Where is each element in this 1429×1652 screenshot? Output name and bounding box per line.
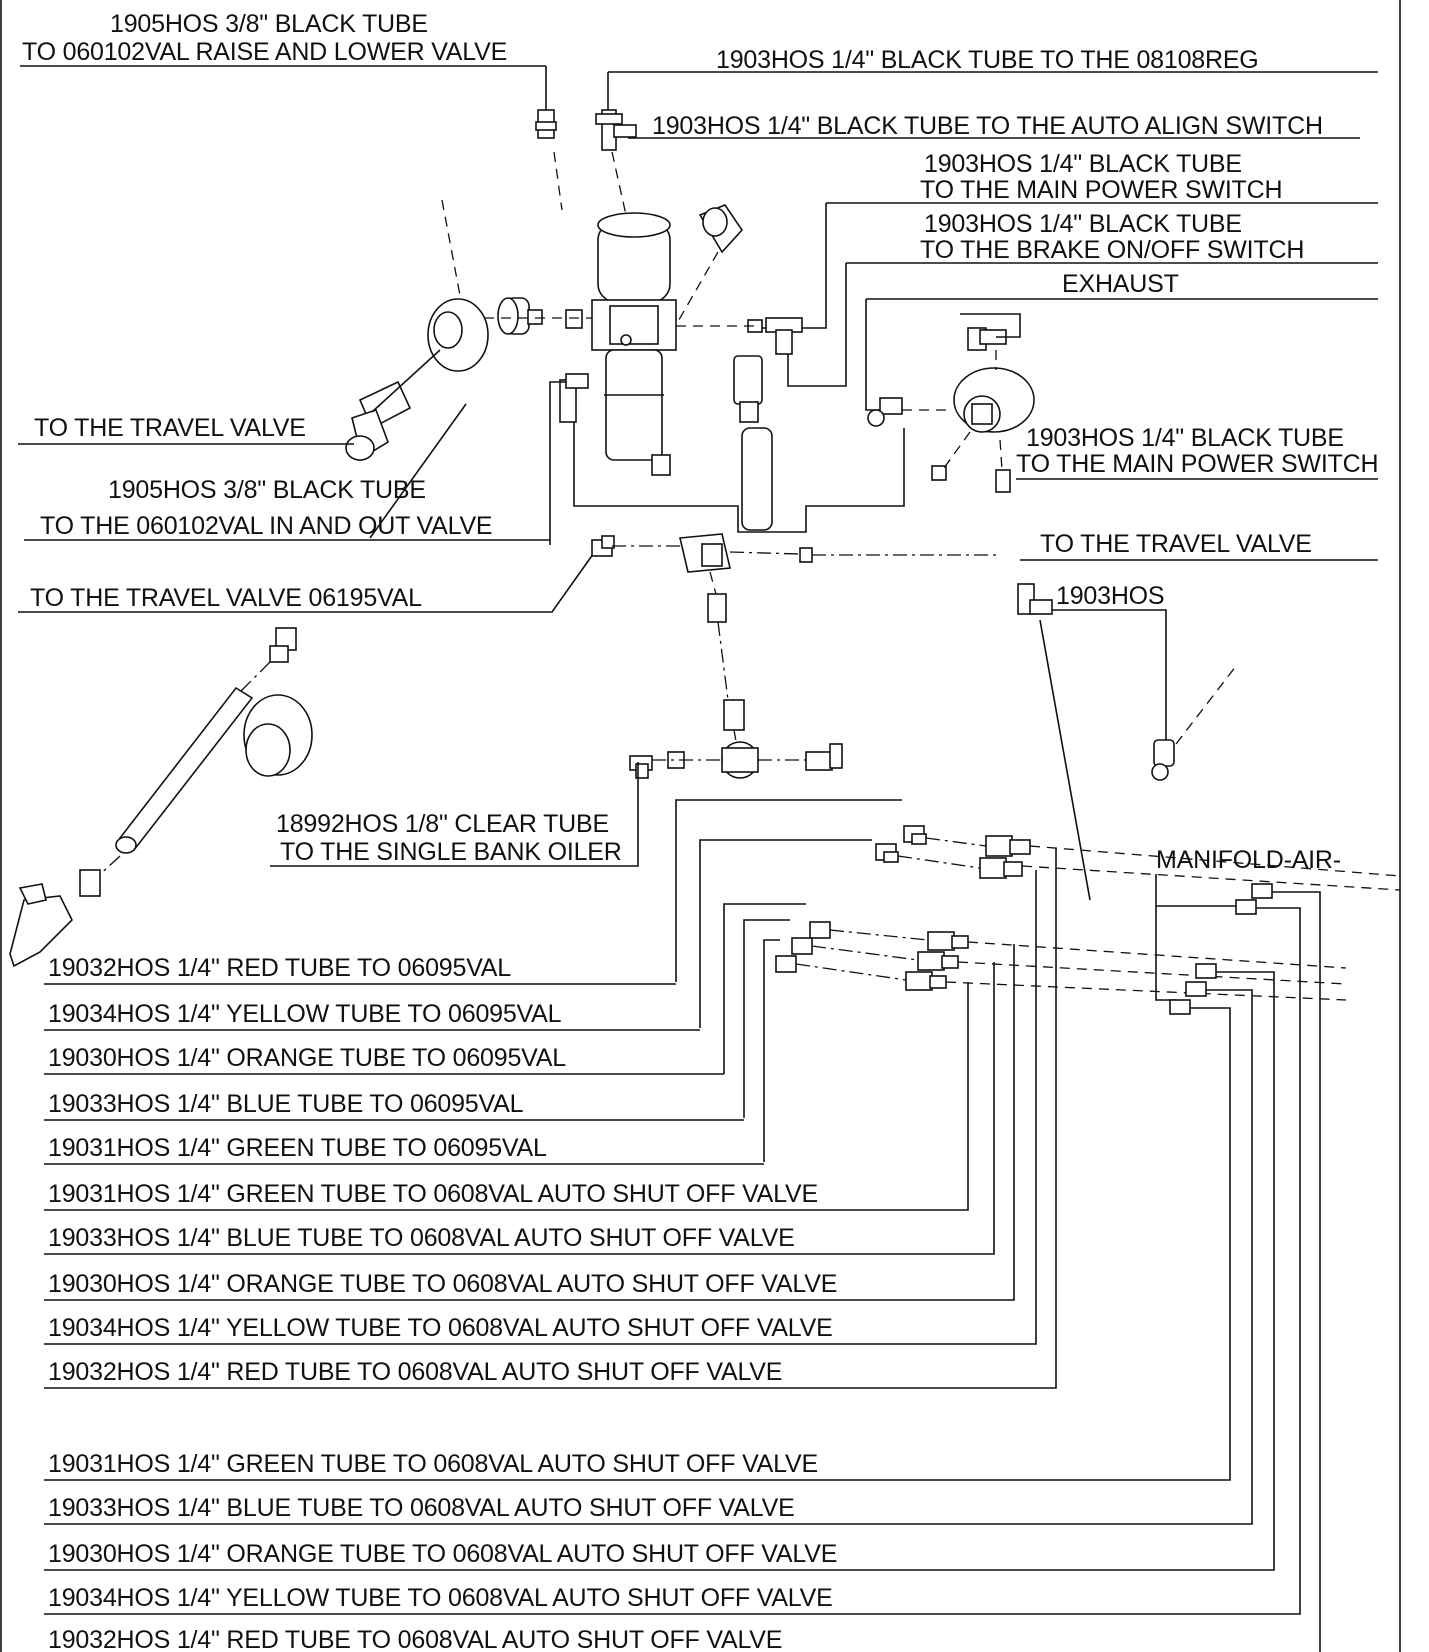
tube-c-yellow: 19034HOS 1/4" YELLOW TUBE TO 0608VAL AUT… [48, 1584, 833, 1612]
tube-a-green: 19031HOS 1/4" GREEN TUBE TO 06095VAL [48, 1134, 547, 1162]
nipple-exhaust [931, 465, 947, 481]
hose-segment [115, 686, 254, 854]
tube-b-yellow: 19034HOS 1/4" YELLOW TUBE TO 0608VAL AUT… [48, 1314, 833, 1342]
union-fitting [243, 694, 313, 777]
label-main-power-b2: TO THE MAIN POWER SWITCH [1016, 450, 1378, 478]
elbow-manifold-3 [809, 921, 831, 939]
nipple-manifold-1 [985, 835, 1031, 857]
quick-coupler [269, 627, 297, 663]
coupler-lower [79, 869, 101, 897]
label-in-out-2: TO THE 060102VAL IN AND OUT VALVE [40, 512, 492, 540]
manifold-port-5 [1169, 999, 1191, 1015]
tube-a-orange: 19030HOS 1/4" ORANGE TUBE TO 06095VAL [48, 1044, 566, 1072]
elbow-1903hos [1017, 583, 1053, 615]
nipple-small-2 [565, 309, 583, 329]
manifold-port-4 [1185, 981, 1207, 997]
valve-body-center [679, 533, 731, 573]
label-main-power-a1: 1903HOS 1/4" BLACK TUBE [924, 150, 1242, 178]
label-clear-1: 18992HOS 1/8" CLEAR TUBE [276, 810, 609, 838]
elbow-lower [559, 373, 589, 423]
nipple-center-right [799, 547, 813, 563]
pipe-nipple [733, 355, 763, 423]
label-brake-2: TO THE BRAKE ON/OFF SWITCH [920, 236, 1304, 264]
label-clear-2: TO THE SINGLE BANK OILER [280, 838, 622, 866]
tee-fitting-right [765, 317, 803, 355]
elbow-oiler [629, 755, 653, 779]
tube-a-red: 19032HOS 1/4" RED TUBE TO 06095VAL [48, 954, 511, 982]
blow-gun [9, 883, 73, 968]
nipple-exhaust-2 [995, 469, 1011, 493]
plug-fitting [497, 297, 530, 335]
nipple-center-down [707, 593, 727, 623]
tube-b-red: 19032HOS 1/4" RED TUBE TO 0608VAL AUTO S… [48, 1358, 782, 1386]
manifold-port-3 [1195, 963, 1217, 979]
leader-clear [270, 762, 639, 867]
label-manifold: MANIFOLD-AIR- [1156, 846, 1341, 874]
label-main-power-a2: TO THE MAIN POWER SWITCH [920, 176, 1282, 204]
tube-b-green: 19031HOS 1/4" GREEN TUBE TO 0608VAL AUTO… [48, 1180, 818, 1208]
label-raise-lower-1: 1905HOS 3/8" BLACK TUBE [110, 10, 428, 38]
fitting-top-left [535, 109, 557, 139]
petcock [805, 743, 843, 771]
tube-c-red: 19032HOS 1/4" RED TUBE TO 0608VAL AUTO S… [48, 1626, 782, 1652]
nipple-manifold-3 [927, 931, 969, 951]
label-reg: 1903HOS 1/4" BLACK TUBE TO THE 08108REG [716, 46, 1259, 74]
nipple-manifold-4 [917, 951, 959, 971]
nipple-center-down-2 [723, 699, 745, 731]
oiler-tee [721, 741, 759, 779]
nipple-small [527, 309, 543, 325]
nipple-manifold-5 [905, 971, 947, 991]
elbow-manifold-2 [875, 843, 899, 863]
label-in-out-1: 1905HOS 3/8" BLACK TUBE [108, 476, 426, 504]
elbow-cap [698, 204, 744, 254]
tee-fitting-top [595, 109, 637, 151]
elbow-manifold-4 [791, 937, 813, 955]
label-travel-valve-a: TO THE TRAVEL VALVE [34, 414, 306, 442]
leader-travel-valve-06195 [18, 549, 597, 613]
filter-regulator [591, 212, 677, 476]
tube-a-yellow: 19034HOS 1/4" YELLOW TUBE TO 06095VAL [48, 1000, 562, 1028]
manifold-bracket [1155, 874, 1176, 1001]
elbow-manifold-1 [903, 825, 927, 845]
exhaust-muffler [953, 367, 1035, 433]
label-travel-valve-b: TO THE TRAVEL VALVE [1040, 530, 1312, 558]
tube-list-c: 19031HOS 1/4" GREEN TUBE TO 0608VAL AUTO… [44, 891, 1321, 1652]
exhaust-elbow [960, 313, 1021, 351]
ring-fitting [427, 298, 489, 372]
label-1903hos: 1903HOS [1056, 582, 1164, 610]
leader-1903hos [1042, 609, 1167, 740]
elbow-manifold-5 [775, 955, 797, 973]
manifold-port-2 [1235, 899, 1257, 915]
label-brake-1: 1903HOS 1/4" BLACK TUBE [924, 210, 1242, 238]
manifold-port-1 [1251, 883, 1273, 899]
nipple-manifold-2 [979, 857, 1023, 879]
label-raise-lower-2: TO 060102VAL RAISE AND LOWER VALVE [22, 38, 507, 66]
elbow-right-small [1151, 739, 1175, 781]
label-main-power-b1: 1903HOS 1/4" BLACK TUBE [1026, 424, 1344, 452]
tube-c-green: 19031HOS 1/4" GREEN TUBE TO 0608VAL AUTO… [48, 1450, 818, 1478]
tube-segment [741, 427, 773, 531]
bushing-fitting [345, 380, 412, 461]
tube-b-orange: 19030HOS 1/4" ORANGE TUBE TO 0608VAL AUT… [48, 1270, 837, 1298]
elbow-center-left [591, 535, 615, 557]
label-travel-valve-06195: TO THE TRAVEL VALVE 06195VAL [30, 584, 422, 612]
label-auto-align: 1903HOS 1/4" BLACK TUBE TO THE AUTO ALIG… [652, 112, 1323, 140]
tube-c-orange: 19030HOS 1/4" ORANGE TUBE TO 0608VAL AUT… [48, 1540, 837, 1568]
tube-b-blue: 19033HOS 1/4" BLUE TUBE TO 0608VAL AUTO … [48, 1224, 795, 1252]
elbow-exhaust-left [867, 397, 903, 427]
tube-a-blue: 19033HOS 1/4" BLUE TUBE TO 06095VAL [48, 1090, 524, 1118]
tube-c-blue: 19033HOS 1/4" BLUE TUBE TO 0608VAL AUTO … [48, 1494, 795, 1522]
tube-list-a: 19032HOS 1/4" RED TUBE TO 06095VAL 19034… [44, 954, 764, 1165]
tube-list-b: 19031HOS 1/4" GREEN TUBE TO 0608VAL AUTO… [44, 848, 1057, 1389]
label-exhaust: EXHAUST [1062, 270, 1179, 298]
